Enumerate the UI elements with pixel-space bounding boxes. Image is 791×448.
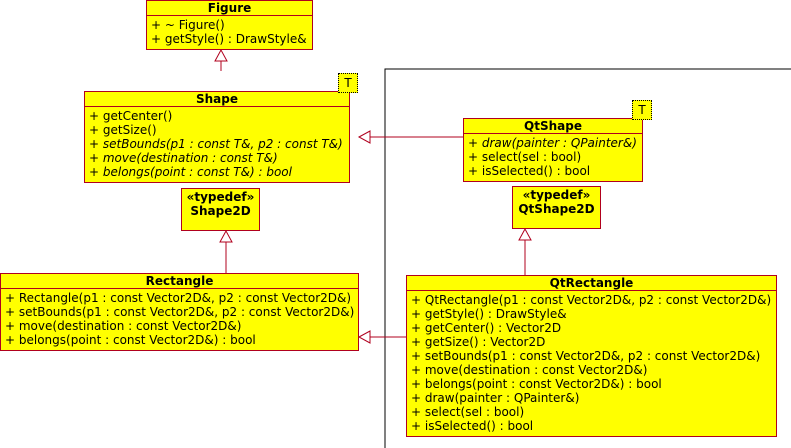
- shape-op: + setBounds(p1 : const T&, p2 : const T&…: [89, 137, 343, 151]
- qtrectangle-op: + getCenter() : Vector2D: [411, 321, 562, 335]
- rectangle-op: + belongs(point : const Vector2D&) : boo…: [5, 333, 256, 347]
- qtshape-class-name: QtShape: [464, 119, 642, 134]
- figure-class-name: Figure: [147, 1, 312, 16]
- rectangle-class[interactable]: Rectangle + Rectangle(p1 : const Vector2…: [0, 273, 359, 351]
- package-frame: [384, 68, 791, 448]
- rectangle-op: + Rectangle(p1 : const Vector2D&, p2 : c…: [5, 291, 352, 305]
- qtrectangle-op: + isSelected() : bool: [411, 419, 534, 433]
- shape-inheritance-arrow: [357, 130, 371, 144]
- qtshape-class[interactable]: QtShape + draw(painter : QPainter&) + se…: [463, 118, 643, 182]
- qtrectangle-op: + getStyle() : DrawStyle&: [411, 307, 567, 321]
- qtshape2d-stereotype: «typedef»: [522, 188, 591, 202]
- rectangle-operations: + Rectangle(p1 : const Vector2D&, p2 : c…: [1, 289, 358, 348]
- rectangle-inheritance-arrow: [357, 330, 371, 344]
- figure-inheritance-arrow: [214, 48, 228, 62]
- rectangle-op: + move(destination : const Vector2D&): [5, 319, 242, 333]
- qtrectangle-op: + getSize() : Vector2D: [411, 335, 546, 349]
- qtshape2d-typedef[interactable]: «typedef» QtShape2D: [512, 186, 601, 229]
- shape-op: + move(destination : const T&): [89, 151, 278, 165]
- figure-operations: + ~ Figure() + getStyle() : DrawStyle&: [147, 16, 312, 47]
- figure-op: + ~ Figure(): [151, 18, 225, 32]
- shape2d-stereotype: «typedef»: [186, 190, 255, 204]
- shape-op: + getCenter(): [89, 109, 173, 123]
- shape-operations: + getCenter() + getSize() + setBounds(p1…: [85, 107, 349, 180]
- qtrectangle-op: + draw(painter : QPainter&): [411, 391, 580, 405]
- qtrectangle-op: + setBounds(p1 : const Vector2D&, p2 : c…: [411, 349, 761, 363]
- shape-op: + belongs(point : const T&) : bool: [89, 165, 292, 179]
- qtshape-op: + select(sel : bool): [468, 150, 582, 164]
- shape2d-inheritance-arrow: [219, 229, 233, 243]
- qtshape-operations: + draw(painter : QPainter&) + select(sel…: [464, 134, 642, 179]
- qtshape2d-name: QtShape2D: [518, 202, 595, 216]
- figure-class[interactable]: Figure + ~ Figure() + getStyle() : DrawS…: [146, 0, 313, 50]
- qtshape-op: + isSelected() : bool: [468, 164, 591, 178]
- shape2d-name: Shape2D: [190, 204, 251, 218]
- qtrectangle-operations: + QtRectangle(p1 : const Vector2D&, p2 :…: [407, 291, 776, 434]
- shape-template-parameter: T: [338, 73, 358, 93]
- qtshape-template-parameter: T: [632, 100, 652, 120]
- figure-op: + getStyle() : DrawStyle&: [151, 32, 307, 46]
- shape-class-name: Shape: [85, 92, 349, 107]
- qtrectangle-op: + select(sel : bool): [411, 405, 525, 419]
- qtshape-op: + draw(painter : QPainter&): [468, 136, 637, 150]
- qtrectangle-op: + move(destination : const Vector2D&): [411, 363, 648, 377]
- qtshape2d-inheritance-arrow: [518, 227, 532, 241]
- qtrectangle-op: + QtRectangle(p1 : const Vector2D&, p2 :…: [411, 293, 772, 307]
- qtrectangle-class[interactable]: QtRectangle + QtRectangle(p1 : const Vec…: [406, 275, 777, 437]
- rectangle-op: + setBounds(p1 : const Vector2D&, p2 : c…: [5, 305, 355, 319]
- shape-class[interactable]: Shape + getCenter() + getSize() + setBou…: [84, 91, 350, 183]
- qtrectangle-class-name: QtRectangle: [407, 276, 776, 291]
- shape2d-typedef[interactable]: «typedef» Shape2D: [181, 188, 260, 231]
- shape-op: + getSize(): [89, 123, 157, 137]
- rectangle-class-name: Rectangle: [1, 274, 358, 289]
- qtrectangle-op: + belongs(point : const Vector2D&) : boo…: [411, 377, 662, 391]
